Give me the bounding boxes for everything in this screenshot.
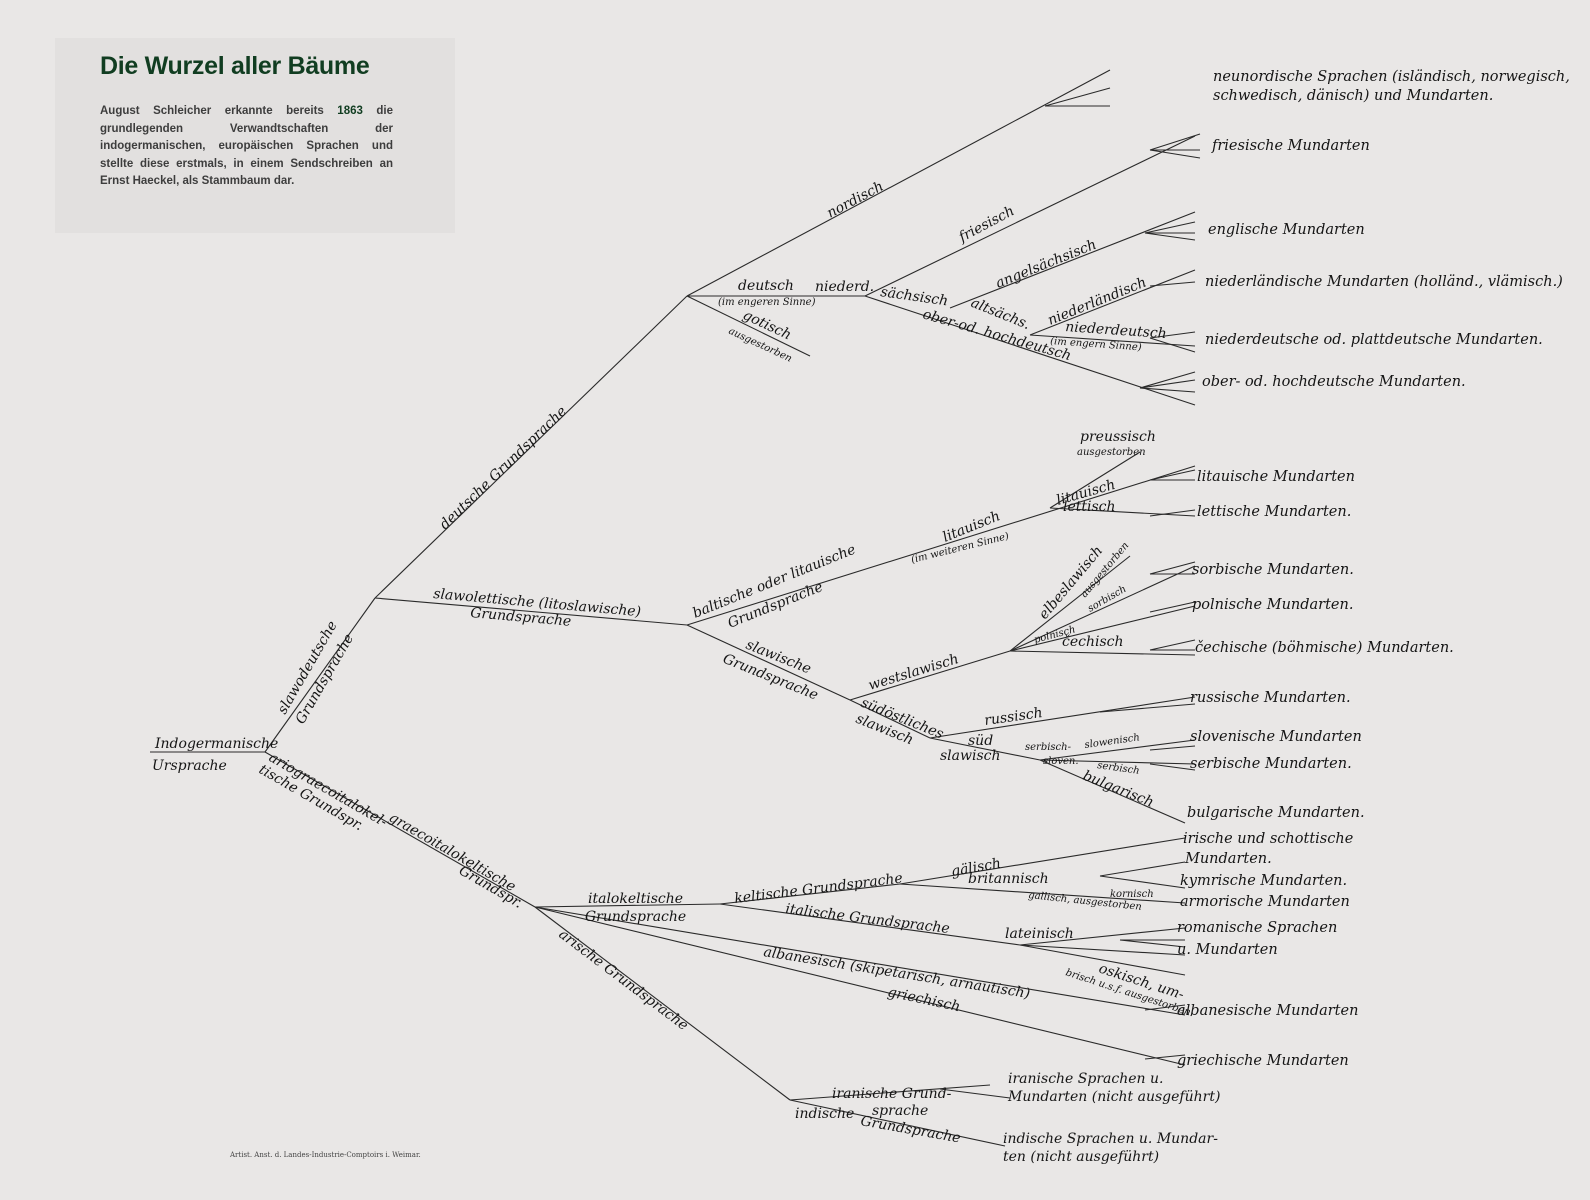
- branch-angelsaechsisch: angelsächsisch: [994, 237, 1099, 292]
- branch-arische: arische Grundsprache: [556, 926, 691, 1034]
- branch-italokeltische-sub: Grundsprache: [585, 909, 686, 925]
- intro-text-after: die grundlegenden Verwandtschaften der i…: [100, 105, 393, 187]
- leaf-kymrische: kymrische Mundarten.: [1180, 873, 1347, 889]
- leaf-romanische: romanische Sprachen: [1177, 920, 1337, 936]
- branch-bulgarisch: bulgarisch: [1081, 768, 1157, 811]
- leaf-neunordisch: neunordische Sprachen (isländisch, norwe…: [1213, 69, 1570, 85]
- leaf-indische-2: ten (nicht ausgeführt): [1003, 1149, 1159, 1165]
- leaf-slovenische: slovenische Mundarten: [1190, 729, 1362, 745]
- branch-sued-sub: slawisch: [940, 748, 1001, 764]
- intro-panel: [55, 38, 455, 233]
- branch-lateinisch: lateinisch: [1005, 926, 1074, 942]
- intro-text-before: August Schleicher erkannte bereits: [100, 105, 324, 117]
- leaf-niederdeutsche: niederdeutsche od. plattdeutsche Mundart…: [1205, 332, 1543, 348]
- leaf-bulgarische: bulgarische Mundarten.: [1187, 805, 1365, 821]
- branch-iranische: iranische Grund-: [832, 1086, 952, 1102]
- leaf-albanesische: albanesische Mundarten: [1177, 1003, 1358, 1019]
- page-title: Die Wurzel aller Bäume: [100, 52, 370, 80]
- branch-saechsisch: sächsisch: [879, 284, 949, 309]
- branch-nordisch: nordisch: [824, 178, 886, 221]
- branch-preussisch-sub: ausgestorben: [1077, 447, 1146, 458]
- branch-serbisch-sloven-sub: sloven.: [1043, 756, 1079, 767]
- branch-deutsch: deutsch: [738, 278, 794, 294]
- branch-kornisch: kornisch: [1110, 889, 1154, 900]
- branch-friesisch: friesisch: [955, 203, 1017, 246]
- branch-deutsche: deutsche Grundsprache: [437, 403, 570, 533]
- leaf-russische: russische Mundarten.: [1190, 690, 1351, 706]
- branch-iranische-sub: sprache: [872, 1103, 928, 1119]
- branch-indische: indische: [795, 1106, 854, 1122]
- leaf-irische-2: Mundarten.: [1184, 851, 1272, 867]
- leaf-litauische: litauische Mundarten: [1197, 469, 1355, 485]
- root-label: Indogermanische: [154, 736, 278, 752]
- branch-italokeltische: italokeltische: [588, 891, 683, 907]
- branch-niederd: niederd.: [815, 279, 874, 295]
- root-sublabel: Ursprache: [152, 758, 227, 774]
- leaf-hochdeutsche: ober- od. hochdeutsche Mundarten.: [1202, 374, 1466, 390]
- leaf-irische: irische und schottische: [1183, 831, 1353, 847]
- leaf-cechische: čechische (böhmische) Mundarten.: [1195, 640, 1454, 656]
- leaf-griechische: griechische Mundarten: [1177, 1053, 1349, 1069]
- leaf-iranische: iranische Sprachen u.: [1008, 1071, 1163, 1087]
- leaf-niederlaendische: niederländische Mundarten (holländ., vlä…: [1205, 274, 1563, 290]
- branch-lettisch: lettisch: [1063, 499, 1116, 515]
- branch-niederdeutsch: niederdeutsch: [1065, 319, 1168, 342]
- intro-year: 1863: [337, 105, 363, 117]
- branch-italische: italische Grundsprache: [785, 901, 951, 937]
- leaf-sorbische: sorbische Mundarten.: [1192, 562, 1354, 578]
- leaf-lettische: lettische Mundarten.: [1197, 504, 1351, 520]
- leaf-neunordisch-2: schwedisch, dänisch) und Mundarten.: [1213, 88, 1493, 104]
- leaf-armorische: armorische Mundarten: [1180, 894, 1350, 910]
- branch-deutsch-sub: (im engeren Sinne): [718, 297, 816, 308]
- leaf-englische: englische Mundarten: [1208, 222, 1365, 238]
- leaf-romanische-2: u. Mundarten: [1177, 942, 1278, 958]
- leaf-serbische: serbische Mundarten.: [1190, 756, 1352, 772]
- branch-cechisch: čechisch: [1062, 634, 1124, 650]
- intro-text: August Schleicher erkannte bereits 1863 …: [100, 103, 393, 191]
- imprint: Artist. Anst. d. Landes-Industrie-Compto…: [229, 1151, 421, 1159]
- branch-serbisch-sloven: serbisch-: [1025, 742, 1072, 753]
- leaf-indische: indische Sprachen u. Mundar-: [1003, 1131, 1218, 1147]
- branch-preussisch: preussisch: [1080, 429, 1156, 445]
- leaf-polnische: polnische Mundarten.: [1192, 597, 1353, 613]
- tree-lines: [150, 69, 1201, 1147]
- branch-keltische: keltische Grundsprache: [734, 870, 904, 907]
- leaf-friesische: friesische Mundarten: [1211, 138, 1370, 154]
- branch-sued: süd: [968, 733, 993, 749]
- branch-westslawisch: westslawisch: [866, 651, 960, 694]
- branch-britannisch: britannisch: [968, 871, 1049, 887]
- leaf-iranische-2: Mundarten (nicht ausgeführt): [1007, 1089, 1220, 1105]
